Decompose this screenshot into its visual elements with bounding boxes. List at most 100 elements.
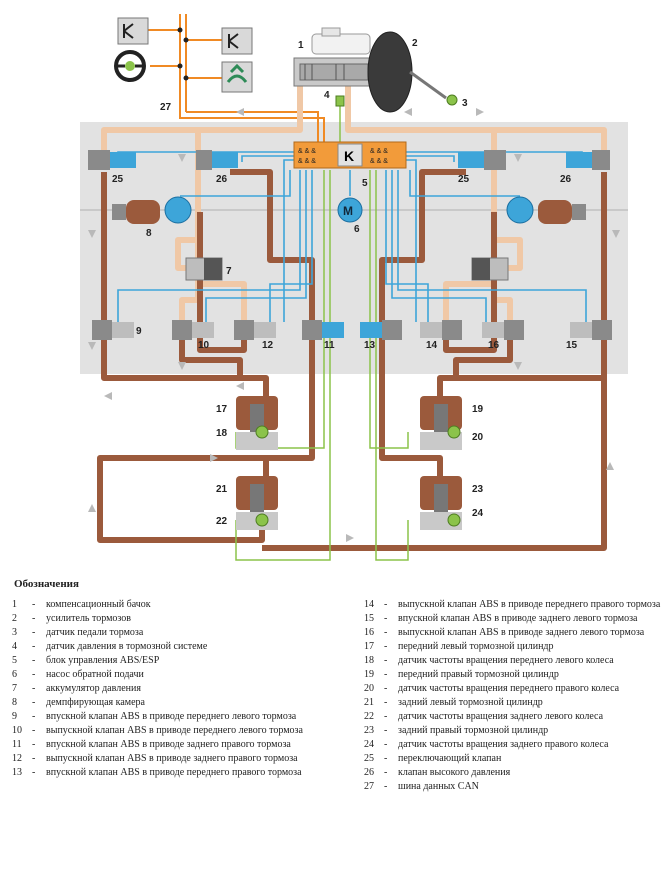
return-pump-motor: M (337, 197, 363, 223)
legend-item: 8-демпфирующая камера (12, 697, 145, 708)
high-pressure-valve-26-left (196, 150, 238, 170)
outlet-valve-16 (482, 320, 524, 340)
abs-esp-control-unit: & & & & & & & & & & & & K (293, 141, 407, 169)
esp-switch-unit (221, 61, 253, 93)
legend-item: 16-выпускной клапан ABS в приводе заднег… (364, 627, 645, 638)
legend-item: 5-блок управления ABS/ESP (12, 655, 160, 666)
legend-item: 1-компенсационный бачок (12, 599, 151, 610)
svg-text:2: 2 (412, 38, 418, 49)
legend-item: 24-датчик частоты вращения заднего право… (364, 739, 609, 750)
legend-title: Обозначения (14, 578, 79, 590)
inlet-valve-11 (302, 320, 344, 340)
brake-booster (367, 31, 413, 113)
pressure-sensor (335, 95, 345, 107)
gearbox-unit (221, 27, 253, 55)
svg-text:23: 23 (472, 484, 484, 495)
legend: Обозначения 1-компенсационный бачок 2-ус… (12, 578, 662, 792)
svg-text:& & &: & & & (370, 148, 388, 155)
diagram-labels: 1 2 3 4 5 6 7 8 9 10 11 12 13 14 15 16 1… (112, 38, 578, 527)
svg-text:25: 25 (458, 174, 470, 185)
svg-text:3: 3 (462, 98, 468, 109)
svg-text:10: 10 (198, 340, 210, 351)
svg-text:19: 19 (472, 404, 484, 415)
svg-text:M: M (343, 204, 353, 218)
svg-text:12: 12 (262, 340, 274, 351)
legend-item: 12-выпускной клапан ABS в приводе заднег… (12, 753, 298, 764)
damping-chamber-right (506, 196, 586, 224)
inlet-valve-9 (92, 320, 134, 340)
svg-text:11: 11 (324, 340, 335, 351)
svg-text:24: 24 (472, 508, 484, 519)
svg-text:16: 16 (488, 340, 500, 351)
valves (88, 150, 612, 340)
legend-item: 11-впускной клапан ABS в приводе заднего… (12, 739, 291, 750)
legend-item: 10-выпускной клапан ABS в приводе передн… (12, 725, 303, 736)
svg-text:26: 26 (560, 174, 572, 185)
pressure-accumulator-right (471, 257, 509, 281)
svg-text:& & &: & & & (370, 158, 388, 165)
pedal-sensor (446, 94, 458, 106)
outlet-valve-12 (234, 320, 276, 340)
legend-column-right: 14-выпускной клапан ABS в приводе передн… (364, 598, 664, 794)
svg-text:& & &: & & & (298, 148, 316, 155)
master-cylinder-booster (293, 27, 458, 113)
legend-item: 21-задний левый тормозной цилиндр (364, 697, 543, 708)
brake-warning-unit (117, 17, 149, 45)
switch-valve-25-left (88, 150, 136, 170)
svg-text:6: 6 (354, 224, 360, 235)
legend-item: 3-датчик педали тормоза (12, 627, 144, 638)
outlet-valve-10 (172, 320, 214, 340)
switch-valve-25-right (458, 150, 506, 170)
svg-text:15: 15 (566, 340, 578, 351)
svg-text:4: 4 (324, 90, 330, 101)
legend-item: 15-впускной клапан ABS в приводе заднего… (364, 613, 638, 624)
legend-column-left: 1-компенсационный бачок 2-усилитель торм… (12, 598, 350, 780)
damping-chamber-left (112, 196, 192, 224)
svg-text:13: 13 (364, 340, 376, 351)
legend-item: 4-датчик давления в тормозной системе (12, 641, 208, 652)
legend-item: 14-выпускной клапан ABS в приводе передн… (364, 599, 661, 610)
pump-motor-icon (337, 197, 363, 223)
legend-item: 7-аккумулятор давления (12, 683, 141, 694)
wheel-cylinders (236, 396, 462, 530)
hydraulic-dark-lines (97, 169, 607, 551)
svg-text:5: 5 (362, 178, 368, 189)
outlet-valve-14 (420, 320, 462, 340)
legend-item: 2-усилитель тормозов (12, 613, 132, 624)
cylinder-17 (236, 396, 278, 450)
steering-angle-unit (114, 50, 146, 82)
svg-text:20: 20 (472, 432, 484, 443)
svg-text:14: 14 (426, 340, 438, 351)
svg-text:& & &: & & & (298, 158, 316, 165)
unit-k-icon (228, 33, 239, 49)
legend-item: 20-датчик частоты вращения переднего пра… (364, 683, 620, 694)
legend-item: 22-датчик частоты вращения заднего левог… (364, 711, 604, 722)
legend-item: 9-впускной клапан ABS в приводе переднег… (12, 711, 297, 722)
ecu-k-icon: K (344, 148, 354, 164)
legend-item: 25-переключающий клапан (364, 753, 502, 764)
legend-item: 6-насос обратной подачи (12, 669, 144, 680)
flow-arrows (88, 108, 620, 542)
svg-text:26: 26 (216, 174, 228, 185)
esp-icon (226, 74, 248, 83)
svg-text:18: 18 (216, 428, 228, 439)
svg-text:21: 21 (216, 484, 228, 495)
legend-item: 23-задний правый тормозной цилиндр (364, 725, 549, 736)
svg-text:17: 17 (216, 404, 228, 415)
legend-item: 26-клапан высокого давления (364, 767, 511, 778)
svg-text:9: 9 (136, 326, 142, 337)
legend-item: 18-датчик частоты вращения переднего лев… (364, 655, 614, 666)
legend-item: 13-впускной клапан ABS в приводе передне… (12, 767, 302, 778)
svg-text:7: 7 (226, 266, 232, 277)
svg-text:1: 1 (298, 40, 304, 51)
high-pressure-valve-26-right (566, 150, 610, 170)
svg-text:27: 27 (160, 102, 172, 113)
legend-item: 27-шина данных CAN (364, 781, 479, 792)
inlet-valve-13 (360, 320, 402, 340)
svg-text:25: 25 (112, 174, 124, 185)
brake-warning-icon (123, 23, 134, 39)
legend-item: 19-передний правый тормозной цилиндр (364, 669, 559, 680)
inlet-valve-15 (570, 320, 612, 340)
pressure-accumulator-left (185, 257, 223, 281)
reservoir (311, 33, 371, 55)
